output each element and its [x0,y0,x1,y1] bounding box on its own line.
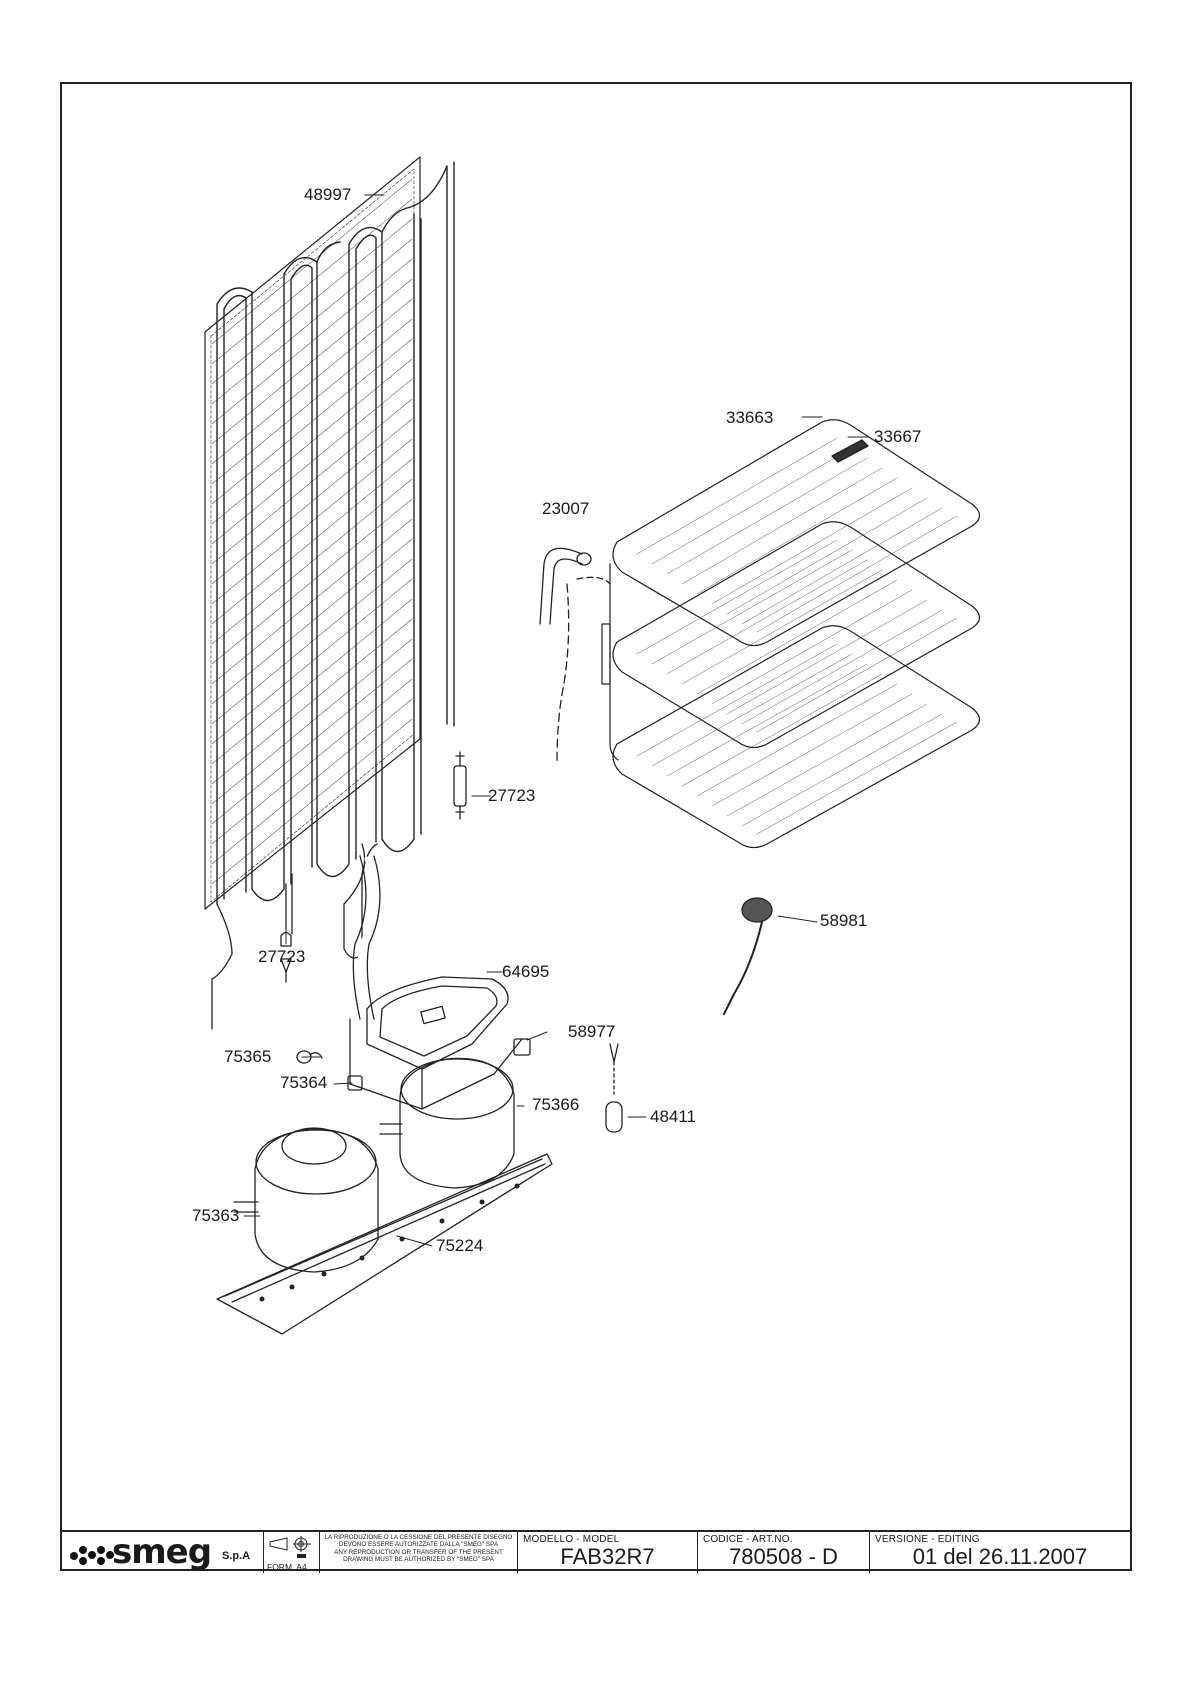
version-cell: VERSIONE - EDITING 01 del 26.11.2007 [870,1532,1130,1573]
callout-48411: 48411 [650,1107,697,1126]
drawing-sheet: 48997 33663 33667 23007 27723 27723 5898… [60,82,1132,1573]
compressor-right-drawing [379,1057,515,1189]
logo-cell: smeg S.p.A [62,1532,264,1573]
callout-23007: 23007 [542,499,590,518]
condenser-drawing [204,156,455,1030]
callout-27723-connector: 27723 [258,947,306,966]
leader-lines [243,194,869,1247]
callout-75366: 75366 [532,1095,580,1114]
callout-58981: 58981 [820,911,868,930]
evaporator-clip-drawing [831,439,869,463]
drip-tray-drawing [349,976,523,1110]
projection-symbol-icon [269,1536,311,1558]
callout-33663: 33663 [726,408,774,427]
callout-33667: 33667 [874,427,922,446]
legal-notice-en: ANY REPRODUCTION OR TRANSFER OF THE PRES… [334,1548,503,1563]
callout-58977: 58977 [568,1022,616,1041]
evaporator-drawing [601,419,981,849]
callout-75365: 75365 [224,1047,272,1066]
title-block: smeg S.p.A FORM. A4 LA RIPRODUZIONE O LA… [62,1530,1130,1573]
logo-suffix: S.p.A [222,1550,251,1562]
callout-75363: 75363 [192,1206,240,1225]
code-cell: CODICE - ART.NO. 780508 - D [698,1532,870,1573]
model-value: FAB32R7 [560,1544,655,1569]
filter-drier-drawing [453,751,467,820]
base-plate-drawing [216,1153,553,1335]
smeg-logo: smeg [112,1532,212,1572]
code-label: CODICE - ART.NO. [703,1534,793,1545]
callout-48997: 48997 [304,185,352,204]
legal-notice: LA RIPRODUZIONE O LA CESSIONE DEL PRESEN… [322,1534,515,1563]
legal-notice-it: LA RIPRODUZIONE O LA CESSIONE DEL PRESEN… [324,1534,513,1549]
relay-drawing [513,1038,531,1056]
exploded-parts-drawing [204,156,981,1335]
legal-cell: LA RIPRODUZIONE O LA CESSIONE DEL PRESEN… [320,1532,518,1573]
callout-64695: 64695 [502,962,550,981]
model-cell: MODELLO - MODEL FAB32R7 [518,1532,698,1573]
smeg-logo-dots-icon [70,1546,114,1565]
callout-75364: 75364 [280,1073,328,1092]
callout-27723-filter: 27723 [488,786,536,805]
compressor-left-drawing [233,1127,379,1273]
suction-hose-drawing [352,855,381,1020]
thermostat-drawing [723,897,773,1015]
model-label: MODELLO - MODEL [523,1534,620,1545]
code-value: 780508 - D [729,1544,838,1569]
callout-75224: 75224 [436,1236,484,1255]
form-cell: FORM. A4 [264,1532,320,1573]
version-value: 01 del 26.11.2007 [912,1544,1088,1569]
suction-pipe-drawing [539,547,611,765]
capacitor-drawing [605,1043,623,1133]
version-label: VERSIONE - EDITING [875,1534,980,1545]
form-label: FORM. A4 [267,1562,307,1572]
pipe-connector-drawing [280,883,292,983]
